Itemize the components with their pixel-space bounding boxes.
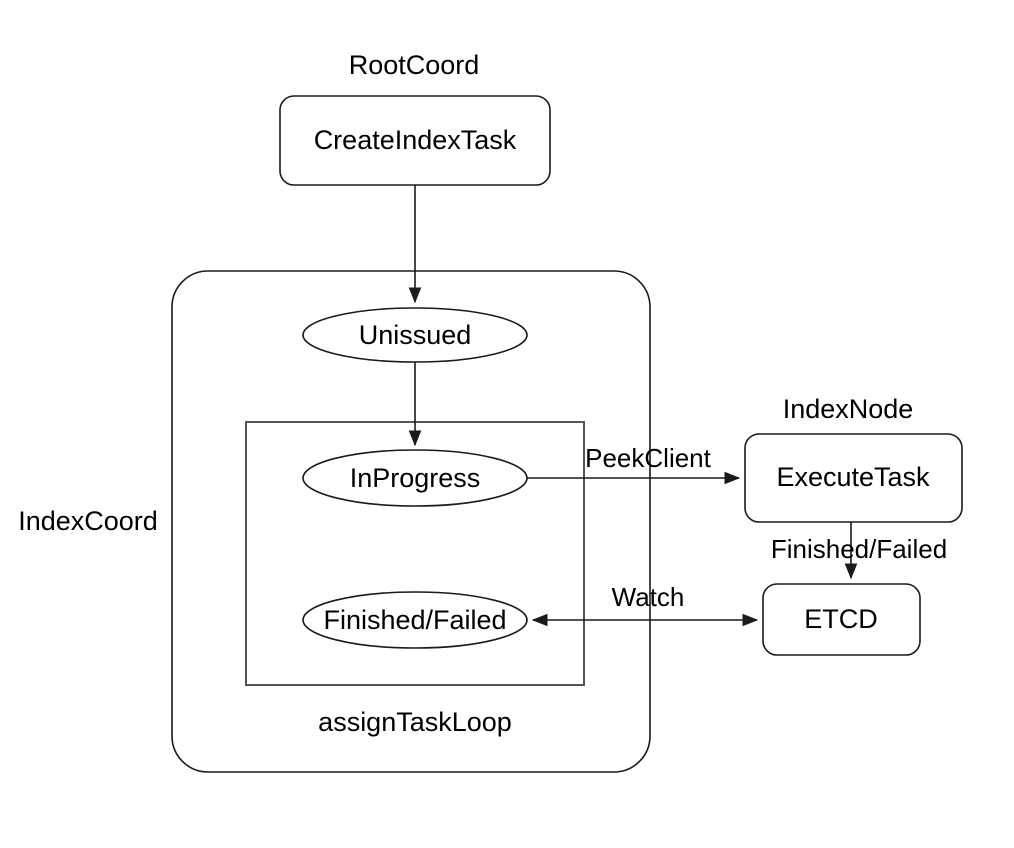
group-label-index-node: IndexNode xyxy=(783,394,914,424)
node-in-progress[interactable]: InProgress xyxy=(302,449,528,507)
etcd-box[interactable] xyxy=(762,583,921,656)
group-label-index-coord: IndexCoord xyxy=(18,506,158,536)
edge-etcd-watch: Watch xyxy=(531,582,759,627)
edge-label-finished-failed: Finished/Failed xyxy=(771,534,947,564)
node-create-index-task[interactable]: CreateIndexTask xyxy=(279,95,551,186)
edge-execute-task-to-etcd: Finished/Failed xyxy=(771,522,947,580)
edge-in-progress-to-execute-task: PeekClient xyxy=(527,443,741,485)
group-container-index-coord xyxy=(171,270,651,773)
node-finished-failed[interactable]: Finished/Failed xyxy=(302,591,528,649)
group-label-assign-task-loop: assignTaskLoop xyxy=(318,707,512,737)
in-progress-label: InProgress xyxy=(350,463,481,493)
node-execute-task[interactable]: ExecuteTask xyxy=(744,433,963,523)
finished-failed-label: Finished/Failed xyxy=(323,605,506,635)
execute-task-label: ExecuteTask xyxy=(776,462,930,492)
edge-label-peek-client: PeekClient xyxy=(585,443,712,473)
node-unissued[interactable]: Unissued xyxy=(302,307,528,363)
create-index-task-label: CreateIndexTask xyxy=(314,125,517,155)
etcd-label: ETCD xyxy=(804,604,878,634)
edge-label-watch: Watch xyxy=(612,582,685,612)
unissued-ellipse[interactable] xyxy=(302,307,528,363)
unissued-label: Unissued xyxy=(359,320,472,350)
finished-failed-ellipse[interactable] xyxy=(302,591,528,649)
group-label-root-coord: RootCoord xyxy=(349,50,480,80)
node-etcd[interactable]: ETCD xyxy=(762,583,921,656)
execute-task-box[interactable] xyxy=(744,433,963,523)
in-progress-ellipse[interactable] xyxy=(302,449,528,507)
